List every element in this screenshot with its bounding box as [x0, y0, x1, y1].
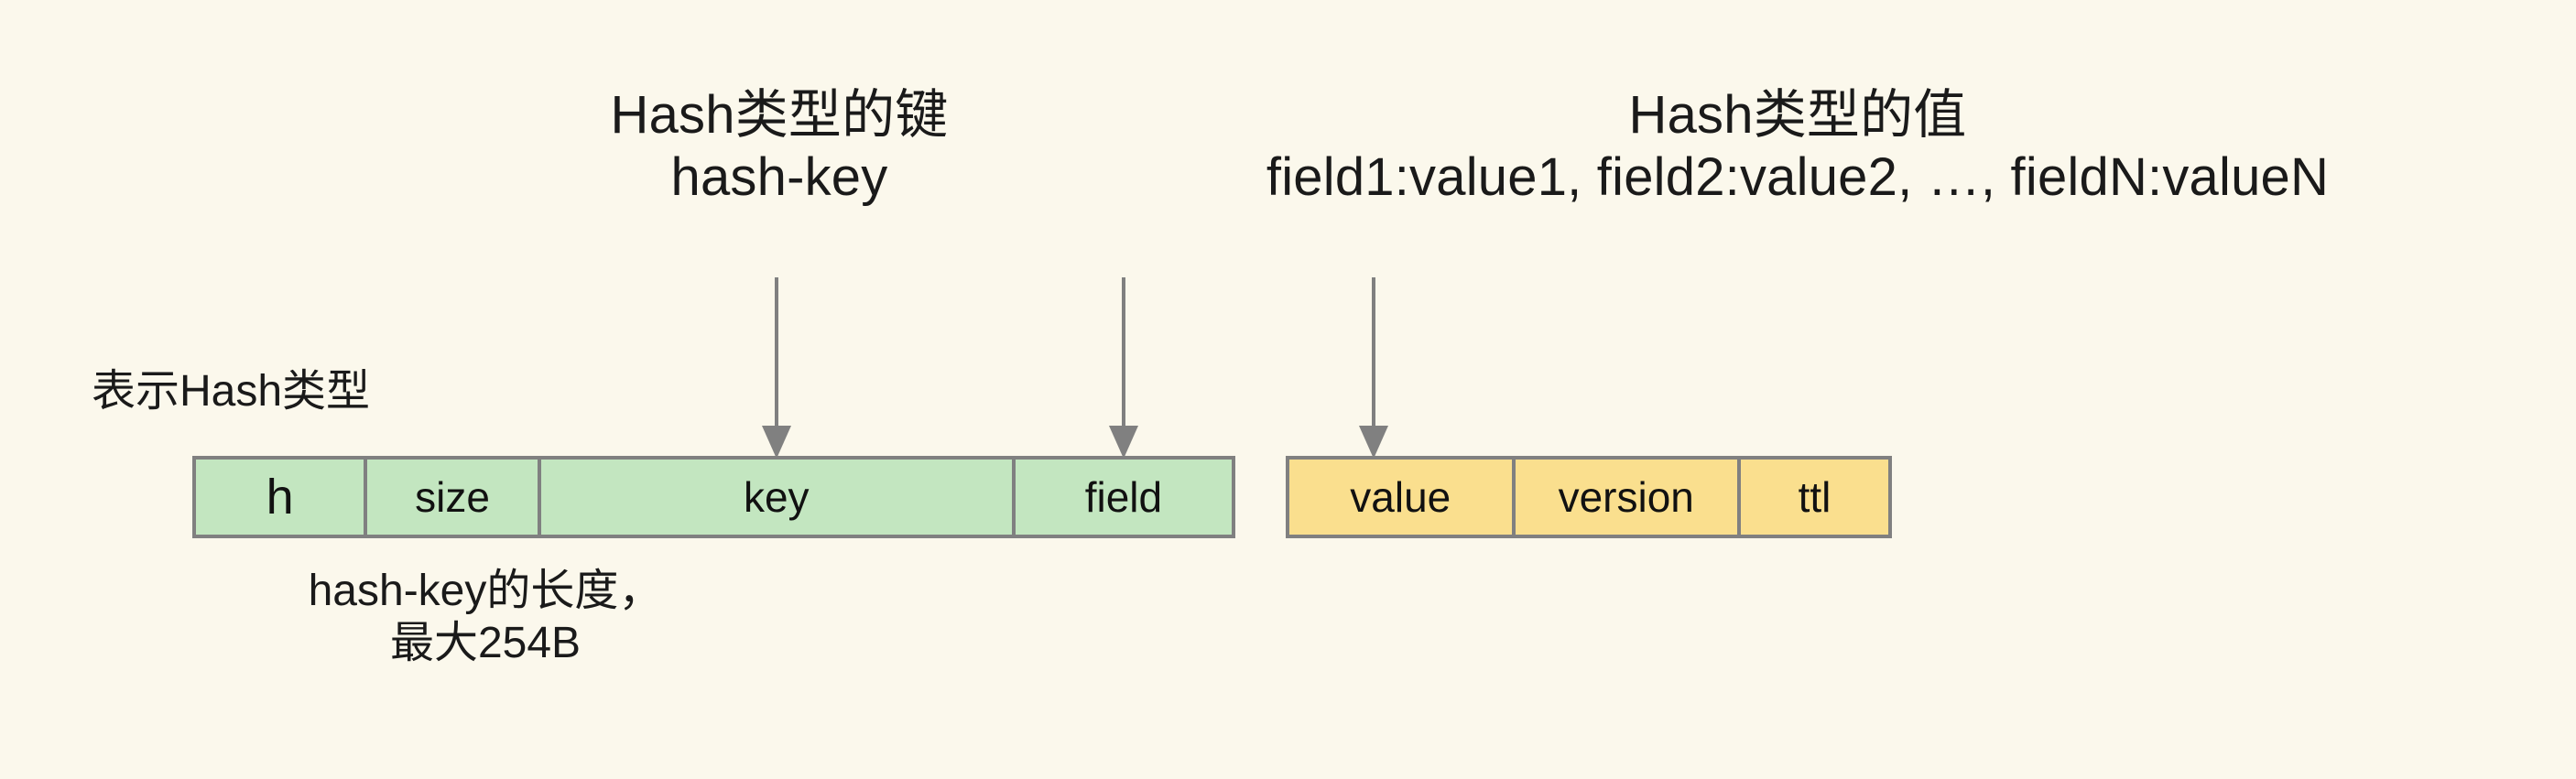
cell-key-label: key	[743, 473, 810, 521]
value-caption-line1: Hash类型的值	[1628, 85, 1967, 145]
cell-key: key	[541, 460, 1016, 535]
cell-field: field	[1016, 460, 1232, 535]
size-note-label: hash-key的长度， 最大254B	[266, 566, 705, 669]
cell-size: size	[367, 460, 541, 535]
cell-version: version	[1516, 460, 1741, 535]
cell-size-label: size	[415, 473, 490, 521]
cell-type-flag: h	[196, 460, 368, 535]
cell-version-label: version	[1558, 473, 1694, 521]
value-caption: Hash类型的值 field1:value1, field2:value2, ……	[1065, 84, 2530, 210]
key-caption-line1: Hash类型的键	[610, 85, 949, 145]
down-arrow-icon-key	[762, 277, 791, 459]
type-note-label: 表示Hash类型	[92, 367, 371, 416]
cell-ttl: ttl	[1741, 460, 1888, 535]
cell-ttl-label: ttl	[1798, 473, 1831, 521]
down-arrow-icon-field	[1109, 277, 1138, 459]
cell-field-label: field	[1084, 473, 1163, 521]
down-arrow-icon-value	[1359, 277, 1388, 459]
key-caption: Hash类型的键 hash-key	[564, 84, 995, 210]
cell-value-label: value	[1350, 473, 1451, 521]
value-caption-line2: field1:value1, field2:value2, …, fieldN:…	[1266, 147, 2330, 208]
cell-type-flag-label: h	[266, 470, 294, 525]
cell-value: value	[1289, 460, 1516, 535]
value-record-row: value version ttl	[1286, 456, 1892, 538]
size-note-line1: hash-key的长度，	[308, 567, 663, 615]
size-note-line2: 最大254B	[389, 618, 582, 667]
key-record-row: h size key field	[192, 456, 1235, 538]
key-caption-line2: hash-key	[670, 147, 888, 208]
